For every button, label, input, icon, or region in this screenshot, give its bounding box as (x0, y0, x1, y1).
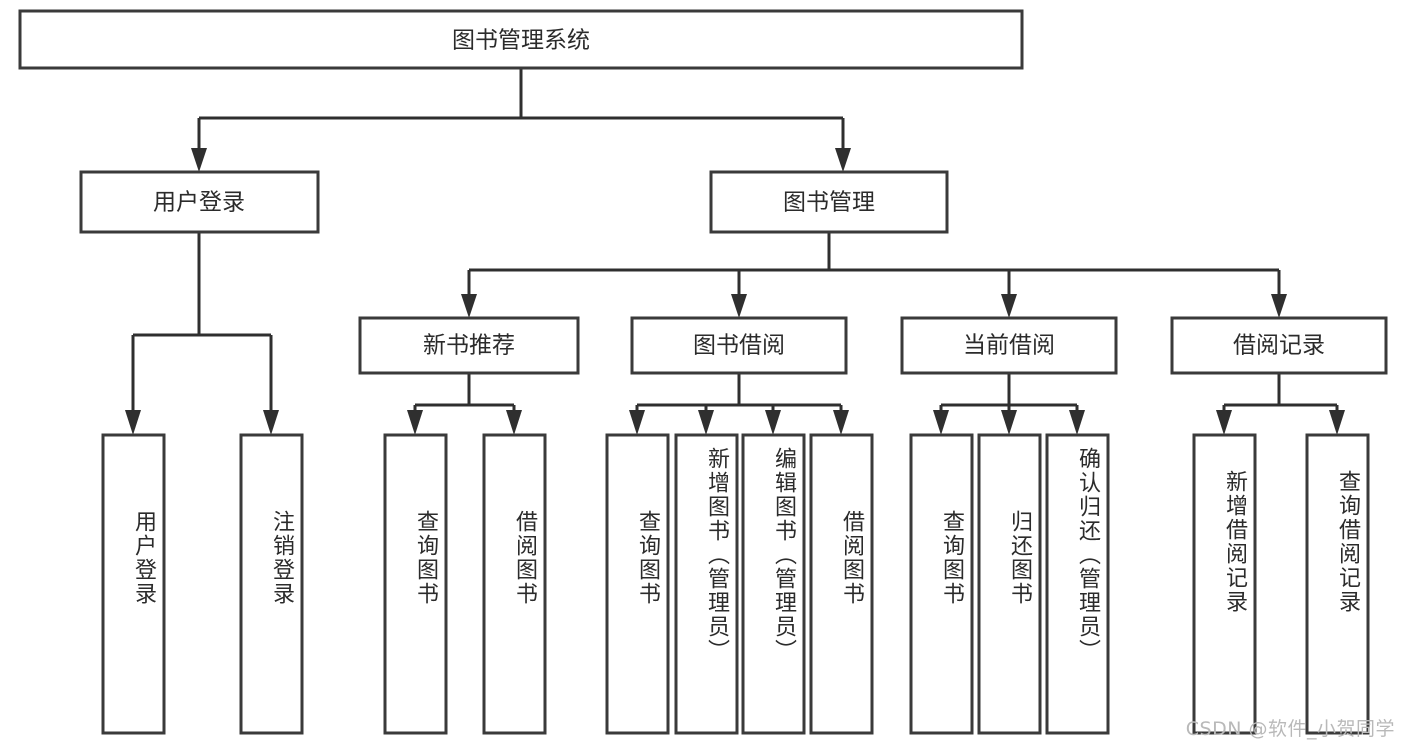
leaf-new-book-0[interactable] (383, 433, 448, 735)
leaf-borrow-record-0[interactable] (1192, 433, 1257, 735)
leaf-book-borrow-3[interactable] (809, 433, 874, 735)
leaf-user-login-0[interactable] (101, 433, 166, 735)
connector-currentborrow-to-leaves (933, 373, 1085, 435)
node-user-login-label: 用户登录 (153, 190, 245, 216)
connector-bookmgmt-to-level3 (461, 232, 1287, 318)
connector-root-to-level2 (191, 68, 851, 172)
node-new-book-recommend[interactable] (358, 316, 580, 375)
leaf-current-borrow-0[interactable] (909, 433, 974, 735)
node-borrow-record-label: 借阅记录 (1233, 333, 1325, 359)
node-root-label: 图书管理系统 (452, 28, 590, 54)
leaf-book-borrow-1[interactable] (674, 433, 739, 735)
node-borrow-record[interactable] (1170, 316, 1388, 375)
node-user-login[interactable] (79, 170, 320, 234)
connector-userlogin-to-leaves (125, 232, 279, 435)
leaf-current-borrow-1[interactable] (977, 433, 1042, 735)
connector-newbook-to-leaves (407, 373, 522, 435)
node-current-borrow[interactable] (900, 316, 1118, 375)
connector-borrowrecord-to-leaves (1216, 373, 1345, 435)
node-book-management-label: 图书管理 (783, 190, 875, 216)
leaf-current-borrow-2[interactable] (1045, 433, 1110, 735)
leaf-book-borrow-0[interactable] (605, 433, 670, 735)
leaf-new-book-1[interactable] (482, 433, 547, 735)
node-book-borrow[interactable] (630, 316, 848, 375)
node-current-borrow-label: 当前借阅 (963, 333, 1055, 359)
leaf-borrow-record-1[interactable] (1305, 433, 1370, 735)
leaf-user-login-1[interactable] (239, 433, 304, 735)
connector-bookborrow-to-leaves (629, 373, 849, 435)
csdn-watermark: CSDN @软件_小贺同学 (1185, 718, 1395, 740)
node-new-book-recommend-label: 新书推荐 (423, 333, 515, 359)
node-root[interactable] (18, 9, 1024, 70)
node-book-management[interactable] (709, 170, 949, 234)
node-book-borrow-label: 图书借阅 (693, 333, 785, 359)
leaf-book-borrow-2[interactable] (741, 433, 806, 735)
